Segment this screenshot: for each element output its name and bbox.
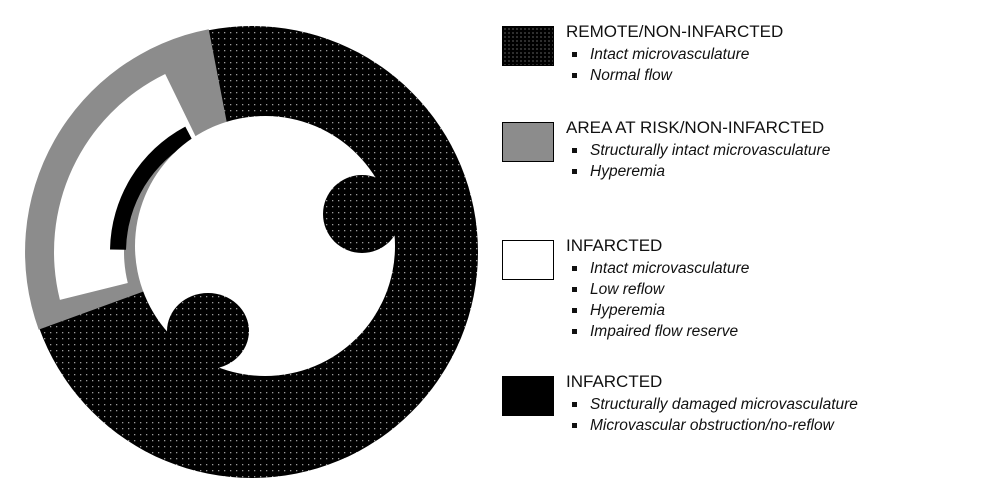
legend-title: INFARCTED	[566, 236, 663, 255]
legend-bullet: Structurally intact microvasculature	[571, 142, 831, 159]
legend-title: REMOTE/NON-INFARCTED	[566, 22, 784, 41]
legend-swatch	[502, 122, 554, 162]
myocardium-ring-diagram	[25, 26, 478, 478]
legend-bullet: Microvascular obstruction/no-reflow	[572, 415, 858, 436]
legend-bullet: Normal flow	[571, 65, 749, 86]
legend-bullet: Intact microvasculature	[571, 260, 750, 277]
legend-bullet: Structurally damaged microvasculature	[572, 396, 858, 413]
legend-swatch	[502, 240, 554, 280]
legend-bullet: Impaired flow reserve	[571, 321, 749, 342]
legend-title: INFARCTED	[566, 372, 663, 391]
legend-bullet: Hyperemia	[571, 161, 830, 182]
legend-bullet: Intact microvasculature	[571, 46, 750, 63]
papillary-muscle-right	[323, 175, 401, 253]
legend-swatch	[502, 376, 554, 416]
legend-bullet: Low reflow	[571, 279, 749, 300]
legend-title: AREA AT RISK/NON-INFARCTED	[566, 118, 825, 137]
papillary-muscle-bottom	[167, 293, 249, 369]
no-reflow-region	[110, 126, 193, 250]
infarct-reflow-region	[54, 74, 196, 300]
legend-swatch	[502, 26, 554, 66]
legend-bullet: Hyperemia	[571, 300, 749, 321]
